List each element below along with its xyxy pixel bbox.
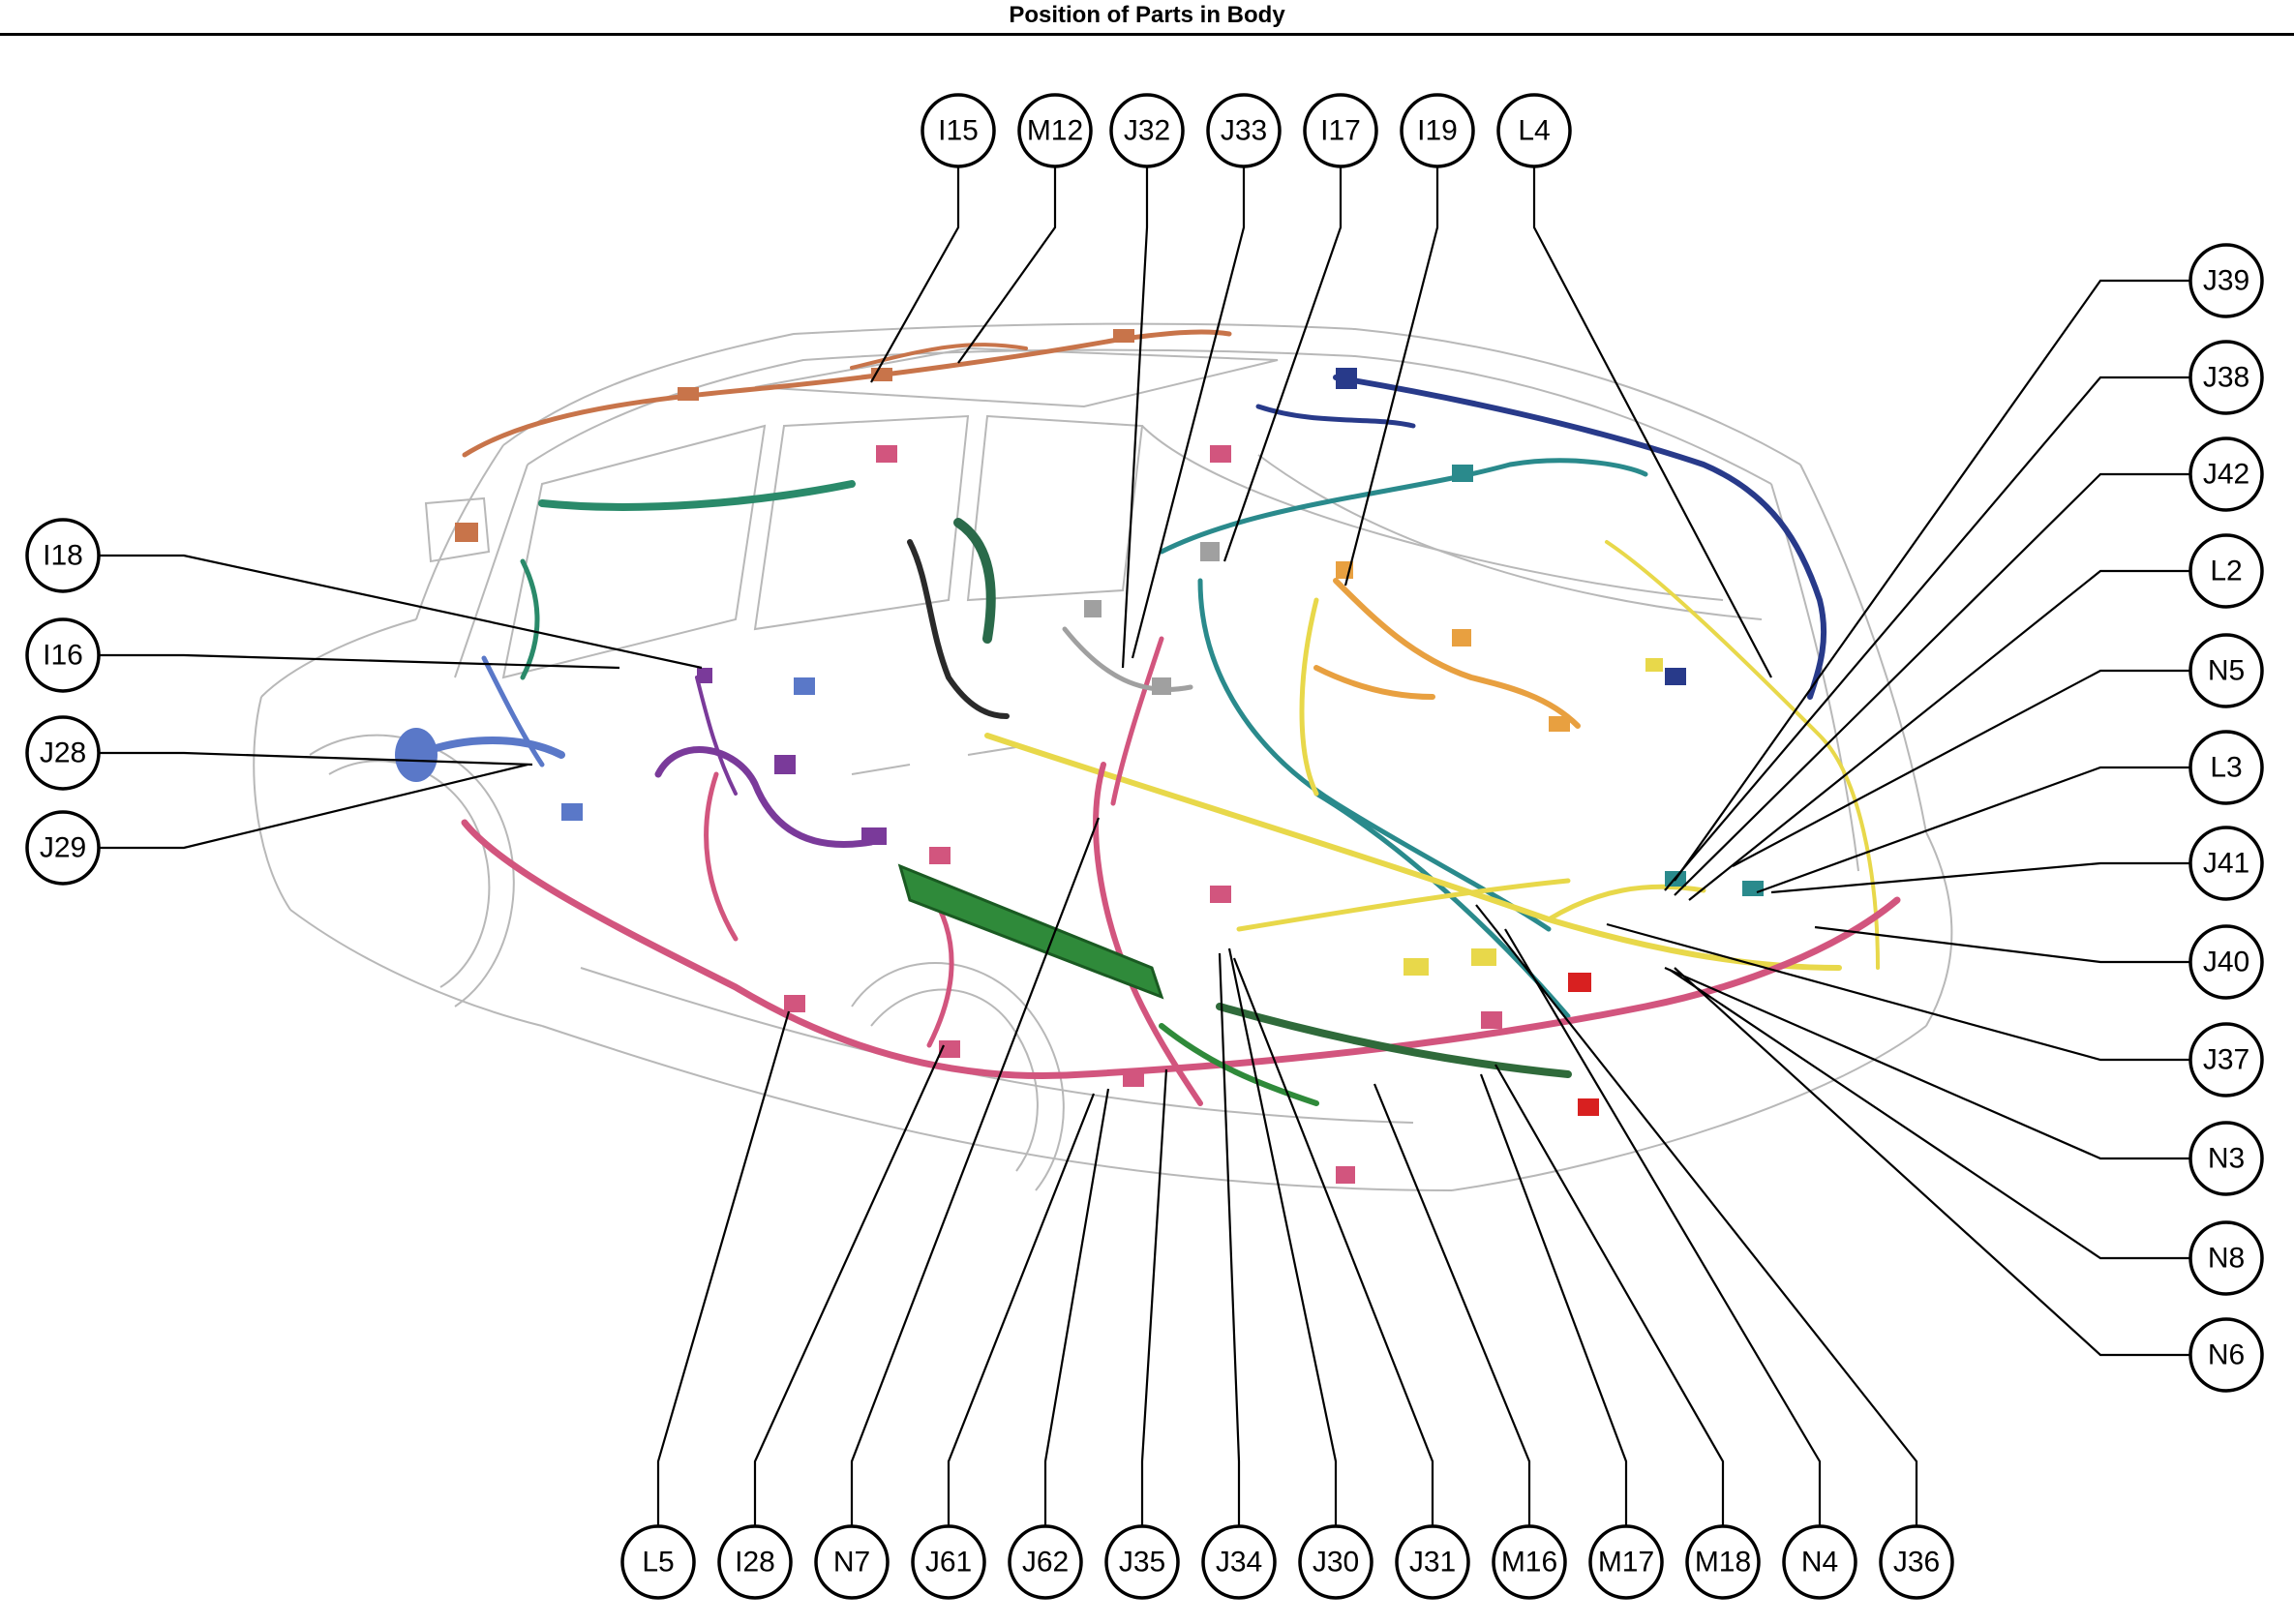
svg-text:I28: I28 [735,1547,775,1579]
svg-text:L2: L2 [2210,556,2242,587]
callout-J28: J28 [25,715,101,791]
callout-J41: J41 [2188,826,2264,901]
callout-N4: N4 [1782,1524,1857,1600]
callout-N8: N8 [2188,1220,2264,1296]
svg-text:J38: J38 [2203,362,2249,394]
teal-roof-harness [1159,458,1648,555]
svg-text:N8: N8 [2208,1243,2245,1275]
callout-I15: I15 [921,93,996,168]
red-connector [1568,973,1591,992]
callout-J35: J35 [1104,1524,1180,1600]
callout-N7: N7 [814,1524,890,1600]
center-console [897,863,1164,1000]
callout-M16: M16 [1492,1524,1567,1600]
page-title: Position of Parts in Body [1009,2,1285,28]
svg-text:I15: I15 [938,115,979,147]
callout-I18: I18 [25,518,101,593]
dark-green-harness [1216,1003,1572,1078]
pink-floor-harness [461,819,1901,1080]
svg-text:J30: J30 [1313,1547,1359,1579]
blue-front-harness [412,737,565,759]
callout-M17: M17 [1588,1524,1664,1600]
callout-I28: I28 [717,1524,793,1600]
callout-J33: J33 [1206,93,1282,168]
callout-L5: L5 [620,1524,696,1600]
svg-text:J36: J36 [1893,1547,1940,1579]
grey-harness [1062,626,1193,692]
svg-text:J40: J40 [2203,947,2249,978]
svg-text:L3: L3 [2210,752,2242,784]
callout-J38: J38 [2188,340,2264,415]
svg-text:M17: M17 [1598,1547,1654,1579]
callout-L2: L2 [2188,533,2264,609]
svg-text:N6: N6 [2208,1339,2245,1371]
navy-harness [1333,375,1827,700]
callout-J31: J31 [1395,1524,1470,1600]
green-front-harness [538,480,856,511]
yellow-floor-harness [984,733,1842,971]
callout-J30: J30 [1298,1524,1373,1600]
svg-text:J34: J34 [1216,1547,1262,1579]
callout-M12: M12 [1017,93,1093,168]
callout-N3: N3 [2188,1121,2264,1196]
callout-J32: J32 [1109,93,1185,168]
svg-text:J39: J39 [2203,265,2249,297]
dash-cluster [907,539,1010,719]
callout-J62: J62 [1008,1524,1083,1600]
svg-text:I16: I16 [43,640,83,672]
callout-J39: J39 [2188,243,2264,318]
svg-text:I17: I17 [1320,115,1361,147]
svg-text:J41: J41 [2203,848,2249,880]
title-rule [0,33,2294,36]
svg-text:L4: L4 [1518,115,1550,147]
svg-text:J42: J42 [2203,459,2249,491]
purple-harness [654,746,875,848]
callout-J61: J61 [911,1524,986,1600]
callout-N5: N5 [2188,633,2264,708]
vehicle-body-outline [253,322,1953,1191]
callout-J36: J36 [1879,1524,1954,1600]
leader-lines [100,160,2192,1526]
callouts: I15 M12 J32 J33 I17 I19 L4 J39 J38 J42 L… [25,93,2264,1600]
svg-text:J33: J33 [1221,115,1267,147]
callout-J37: J37 [2188,1022,2264,1098]
orange-harness [1333,578,1581,729]
callout-J34: J34 [1201,1524,1277,1600]
callout-J40: J40 [2188,924,2264,1000]
svg-text:N3: N3 [2208,1143,2245,1175]
callout-I19: I19 [1400,93,1475,168]
callout-J42: J42 [2188,436,2264,512]
svg-text:I18: I18 [43,540,83,572]
svg-text:N5: N5 [2208,655,2245,687]
svg-text:N7: N7 [833,1547,870,1579]
svg-text:N4: N4 [1801,1547,1838,1579]
callout-N6: N6 [2188,1317,2264,1393]
svg-text:J28: J28 [40,737,86,769]
wire-harnesses [395,329,1901,1184]
svg-text:I19: I19 [1417,115,1458,147]
svg-text:M12: M12 [1027,115,1083,147]
callout-J29: J29 [25,810,101,886]
svg-text:J35: J35 [1119,1547,1165,1579]
callout-I17: I17 [1303,93,1378,168]
svg-text:J61: J61 [925,1547,972,1579]
svg-text:J29: J29 [40,832,86,864]
svg-text:J32: J32 [1124,115,1170,147]
svg-text:J31: J31 [1409,1547,1456,1579]
svg-text:M18: M18 [1695,1547,1751,1579]
callout-L4: L4 [1496,93,1572,168]
callout-M18: M18 [1685,1524,1761,1600]
svg-text:J62: J62 [1022,1547,1069,1579]
svg-text:L5: L5 [642,1547,674,1579]
svg-text:M16: M16 [1501,1547,1557,1579]
svg-text:J37: J37 [2203,1044,2249,1076]
callout-L3: L3 [2188,730,2264,805]
callout-I16: I16 [25,617,101,693]
